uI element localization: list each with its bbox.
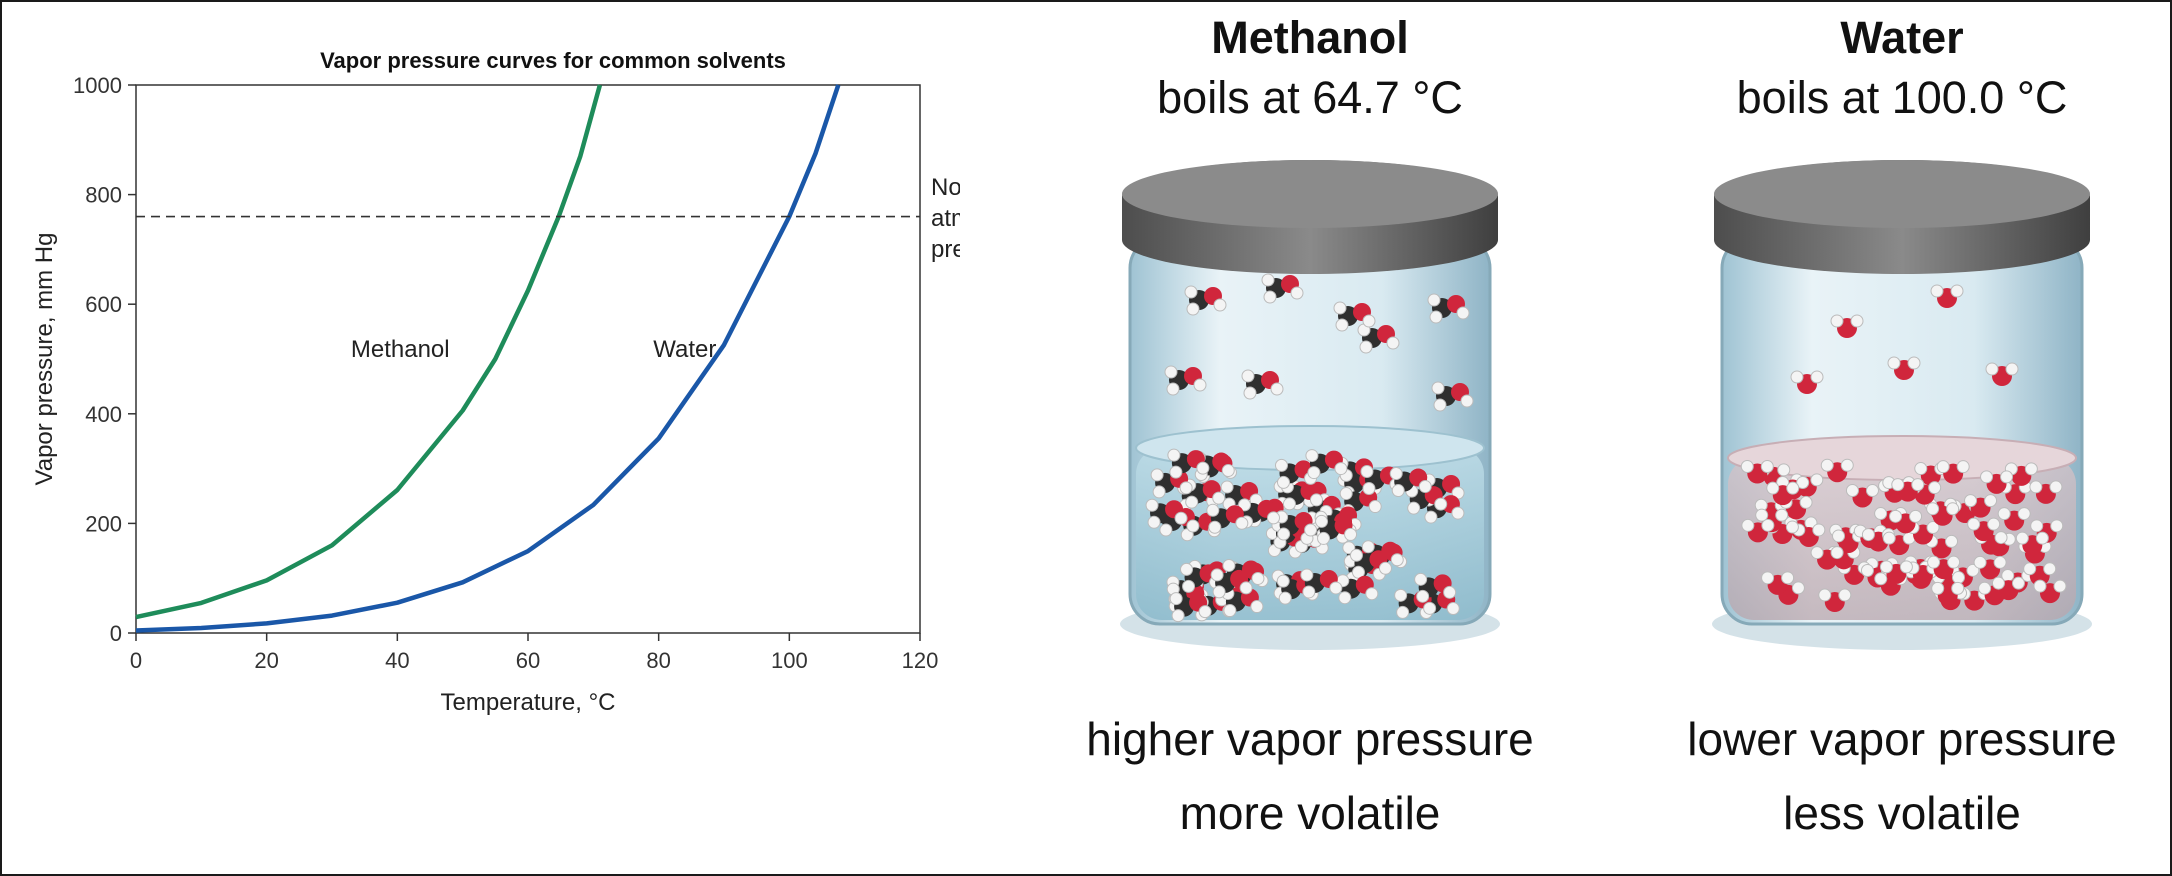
x-tick-label: 20 xyxy=(254,648,278,673)
water-vapor-molecule xyxy=(1830,314,1864,338)
water-liquid-molecule xyxy=(1936,460,1970,484)
water-vapor-molecule xyxy=(1930,284,1964,308)
y-tick-label: 0 xyxy=(110,621,122,646)
water-liquid-molecule xyxy=(1845,483,1879,508)
methanol-liquid-molecule xyxy=(1280,480,1323,511)
water-vapor-molecule xyxy=(1887,356,1921,380)
water-liquid-molecule xyxy=(1964,494,1998,518)
methanol-title: Methanol xyxy=(1211,12,1409,63)
methanol-vapor-molecule xyxy=(1427,293,1470,324)
water-liquid-molecule xyxy=(1991,576,2025,601)
methanol-liquid-molecule xyxy=(1238,498,1281,529)
methanol-liquid-molecule xyxy=(1206,503,1249,534)
methanol-liquid-molecule xyxy=(1169,592,1212,623)
x-tick-label: 100 xyxy=(771,648,808,673)
methanol-vapor-molecule xyxy=(1184,285,1227,316)
methanol-liquid-molecule xyxy=(1210,568,1253,599)
water-liquid-molecule xyxy=(1927,555,1961,580)
methanol-liquid-molecule xyxy=(1305,449,1348,480)
methanol-volatility-text: more volatile xyxy=(1179,787,1441,839)
methanol-panel: Methanol boils at 64.7 °C xyxy=(1020,0,1600,876)
x-tick-label: 40 xyxy=(385,648,409,673)
water-liquid-molecule xyxy=(1973,555,2007,580)
water-liquid-molecule xyxy=(1882,531,1916,556)
atmospheric-pressure-label: Normal atmospheric pressure xyxy=(931,174,960,263)
water-pressure-text: lower vapor pressure xyxy=(1687,713,2117,765)
methanol-liquid-molecule xyxy=(1349,548,1392,579)
water-liquid-molecule xyxy=(2033,579,2067,604)
water-liquid-molecule xyxy=(1820,458,1854,483)
water-liquid-molecule xyxy=(1810,546,1844,570)
water-liquid-molecule xyxy=(1766,481,1800,506)
water-liquid-molecule xyxy=(1997,507,2031,531)
methanol-liquid-molecule xyxy=(1167,448,1210,479)
methanol-liquid-molecule xyxy=(1220,480,1263,511)
water-title: Water xyxy=(1840,12,1964,63)
methanol-liquid-molecule xyxy=(1389,467,1432,498)
water-liquid-molecule xyxy=(2030,519,2064,543)
methanol-vapor-molecule xyxy=(1431,381,1474,412)
methanol-boiling-point: boils at 64.7 °C xyxy=(1157,72,1463,123)
water-liquid-molecule xyxy=(2015,531,2049,556)
water-liquid-molecule xyxy=(2023,562,2057,586)
water-liquid-molecule xyxy=(1891,478,1925,502)
atmospheric-pressure-label-line: Normal xyxy=(931,174,960,201)
x-tick-label: 80 xyxy=(646,648,670,673)
methanol-pressure-text: higher vapor pressure xyxy=(1086,713,1534,765)
water-panel: Water boils at 100.0 °C xyxy=(1612,0,2172,876)
methanol-series-label: Methanol xyxy=(351,336,450,363)
y-tick-label: 1000 xyxy=(73,73,122,98)
water-series-label: Water xyxy=(653,336,716,363)
water-volatility-text: less volatile xyxy=(1783,787,2021,839)
y-axis-label: Vapor pressure, mm Hg xyxy=(31,233,58,486)
chart-title: Vapor pressure curves for common solvent… xyxy=(320,48,786,73)
y-tick-label: 800 xyxy=(85,183,122,208)
methanol-liquid-molecule xyxy=(1315,514,1358,545)
methanol-vapor-molecule xyxy=(1164,365,1207,396)
water-liquid-molecule xyxy=(1879,560,1913,584)
x-tick-label: 0 xyxy=(130,648,142,673)
methanol-jar-illustration xyxy=(1120,160,1500,650)
methanol-vapor-molecule xyxy=(1333,301,1376,332)
methanol-liquid-molecule xyxy=(1300,568,1343,599)
water-liquid-molecule xyxy=(1792,523,1826,547)
water-liquid-molecule xyxy=(1980,470,2014,494)
x-tick-label: 60 xyxy=(516,648,540,673)
y-tick-label: 400 xyxy=(85,402,122,427)
vapor-pressure-chart: Vapor pressure curves for common solvent… xyxy=(31,48,960,716)
methanol-curve xyxy=(135,84,603,620)
methanol-liquid-molecule xyxy=(1336,574,1379,605)
x-axis-label: Temperature, °C xyxy=(441,689,616,716)
water-liquid-molecule xyxy=(1740,460,1774,484)
water-liquid-molecule xyxy=(1931,581,1965,606)
methanol-liquid-molecule xyxy=(1275,458,1318,489)
y-tick-label: 200 xyxy=(85,511,122,536)
methanol-liquid-molecule xyxy=(1414,572,1457,603)
water-liquid-molecule xyxy=(1926,502,1960,526)
water-liquid-molecule xyxy=(2029,480,2063,504)
water-liquid-molecule xyxy=(2004,462,2038,486)
water-curve xyxy=(135,84,841,633)
atmospheric-pressure-label-line: pressure xyxy=(931,236,960,263)
methanol-vapor-molecule xyxy=(1261,273,1304,304)
water-vapor-molecule xyxy=(1790,370,1824,394)
methanol-liquid-molecule xyxy=(1405,484,1448,515)
water-liquid-molecule xyxy=(1931,570,1965,595)
methanol-liquid-molecule xyxy=(1275,510,1318,541)
water-liquid-molecule xyxy=(1761,571,1795,595)
y-tick-label: 600 xyxy=(85,292,122,317)
methanol-vapor-molecule xyxy=(1241,369,1284,400)
water-liquid-molecule xyxy=(1967,517,2001,542)
x-tick-label: 120 xyxy=(902,648,939,673)
water-boiling-point: boils at 100.0 °C xyxy=(1736,72,2068,123)
atmospheric-pressure-label-line: atmospheric xyxy=(931,205,960,232)
water-jar-illustration xyxy=(1712,160,2092,650)
water-liquid-molecule xyxy=(1818,588,1852,613)
water-vapor-molecule xyxy=(1985,362,2019,386)
water-liquid-molecule xyxy=(1889,509,1923,534)
methanol-liquid-molecule xyxy=(1145,498,1188,529)
water-liquid-molecule xyxy=(1741,518,1775,543)
